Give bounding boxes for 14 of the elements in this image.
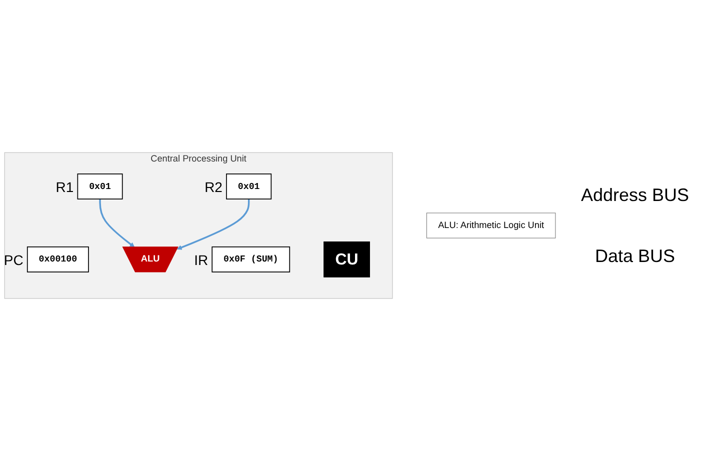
node-box: ALU: Arithmetic Logic Unit xyxy=(426,213,556,239)
register-name: R2 xyxy=(204,178,222,195)
bus-label: Address BUS xyxy=(580,185,690,206)
register-name: R1 xyxy=(56,178,74,195)
arrow xyxy=(176,200,250,250)
node-box: 0x0F (SUM) xyxy=(212,246,290,273)
node-box: 0x00100 xyxy=(26,246,89,273)
node-box: 0x01 xyxy=(226,174,272,200)
node-box: CU xyxy=(324,242,370,278)
arrow xyxy=(99,200,135,248)
register-name: PC xyxy=(4,252,24,268)
register-name: IR xyxy=(194,252,208,268)
bus-label: Data BUS xyxy=(594,246,676,267)
node-box: 0x01 xyxy=(77,174,123,200)
